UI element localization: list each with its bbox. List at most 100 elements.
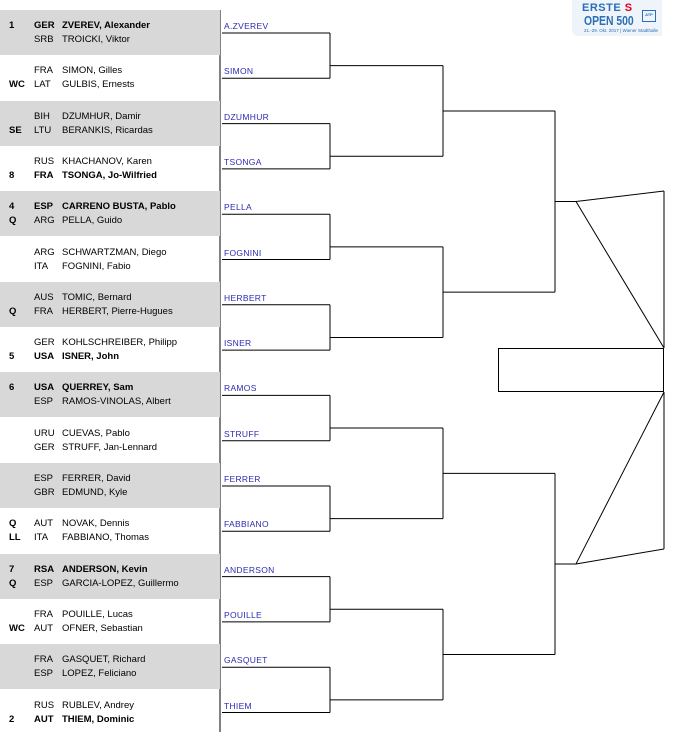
- player-country: LAT: [34, 79, 51, 91]
- player-name: ISNER, John: [62, 351, 120, 363]
- round2-player: FOGNINI: [224, 247, 262, 258]
- player-seed: SE: [9, 124, 22, 136]
- player-name: OFNER, Sebastian: [62, 622, 143, 634]
- round2-player: FERRER: [224, 474, 261, 484]
- player-country: GER: [34, 337, 55, 349]
- player-seed: Q: [9, 518, 17, 530]
- round2-player: FABBIANO: [224, 519, 269, 530]
- player-seed: 2: [9, 713, 15, 725]
- player-row: WC LAT GULBIS, Ernests: [0, 78, 220, 92]
- player-row: ARG SCHWARTZMAN, Diego: [0, 246, 220, 260]
- player-seed: Q: [9, 215, 17, 227]
- player-name: POUILLE, Lucas: [62, 608, 133, 620]
- round2-player: ANDERSON: [224, 564, 275, 575]
- player-name: GULBIS, Ernests: [62, 79, 135, 91]
- final-line: [575, 190, 665, 203]
- player-country: FRA: [34, 654, 53, 666]
- player-row: GER KOHLSCHREIBER, Philipp: [0, 336, 220, 350]
- player-country: RUS: [34, 699, 55, 711]
- round2-player: SIMON: [224, 66, 254, 77]
- tournament-logo: ERSTE S OPEN 500 21.-29. Okt. 2017 | Wie…: [572, 0, 662, 36]
- player-country: ARG: [34, 246, 55, 258]
- player-name: FABBIANO, Thomas: [62, 532, 149, 544]
- round2-player: STRUFF: [224, 428, 260, 439]
- player-country: AUT: [34, 518, 53, 530]
- round2-player: TSONGA: [224, 156, 262, 167]
- player-country: USA: [34, 351, 55, 363]
- round2-player: DZUMHUR: [224, 111, 270, 122]
- player-name: SCHWARTZMAN, Diego: [62, 246, 167, 258]
- player-name: DZUMHUR, Damir: [62, 110, 141, 122]
- player-country: BIH: [34, 110, 50, 122]
- player-country: ITA: [34, 532, 49, 544]
- player-name: TSONGA, Jo-Wilfried: [62, 169, 157, 181]
- player-seed: 1: [9, 20, 15, 31]
- player-row: URU CUEVAS, Pablo: [0, 427, 220, 441]
- player-seed: 6: [9, 382, 15, 394]
- player-country: FRA: [34, 608, 53, 620]
- player-seed: 8: [9, 169, 15, 181]
- player-name: GARCIA-LOPEZ, Guillermo: [62, 577, 179, 589]
- round2-player: PELLA: [224, 202, 252, 213]
- player-row: 8 FRA TSONGA, Jo-Wilfried: [0, 169, 220, 183]
- round2-player: A.ZVEREV: [224, 21, 269, 31]
- player-country: ESP: [34, 201, 54, 213]
- player-country: URU: [34, 427, 55, 439]
- player-row: 1 GER ZVEREV, Alexander: [0, 19, 220, 33]
- player-name: HERBERT, Pierre-Hugues: [62, 305, 173, 317]
- player-name: TOMIC, Bernard: [62, 291, 132, 303]
- player-country: ARG: [34, 215, 55, 227]
- player-seed: Q: [9, 305, 17, 317]
- player-name: KOHLSCHREIBER, Philipp: [62, 337, 178, 349]
- player-country: LTU: [34, 124, 52, 136]
- champion-box: [498, 348, 664, 392]
- player-country: SRB: [34, 34, 54, 45]
- player-name: KHACHANOV, Karen: [62, 155, 152, 167]
- player-name: RAMOS-VINOLAS, Albert: [62, 396, 171, 408]
- player-name: QUERREY, Sam: [62, 382, 134, 394]
- player-country: GBR: [34, 487, 55, 498]
- player-country: FRA: [34, 169, 54, 181]
- player-country: ESP: [34, 577, 54, 589]
- player-seed: Q: [9, 577, 17, 589]
- round2-player: POUILLE: [224, 609, 263, 620]
- player-name: CUEVAS, Pablo: [62, 427, 130, 439]
- player-name: PELLA, Guido: [62, 215, 123, 227]
- player-name: ZVEREV, Alexander: [62, 20, 151, 31]
- player-name: FOGNINI, Fabio: [62, 260, 131, 272]
- player-seed: WC: [9, 79, 25, 91]
- player-seed: LL: [9, 532, 21, 544]
- player-name: EDMUND, Kyle: [62, 487, 128, 498]
- player-country: FRA: [34, 65, 53, 77]
- player-country: AUS: [34, 291, 54, 303]
- logo-dates: 21.-29. Okt. 2017 | Wiener Stadthalle: [584, 28, 658, 33]
- player-country: GER: [34, 441, 55, 453]
- player-name: TROICKI, Viktor: [62, 34, 130, 45]
- round2-player: HERBERT: [224, 292, 267, 303]
- round2-player: THIEM: [224, 700, 252, 711]
- player-country: GER: [34, 20, 55, 31]
- player-country: ESP: [34, 668, 54, 680]
